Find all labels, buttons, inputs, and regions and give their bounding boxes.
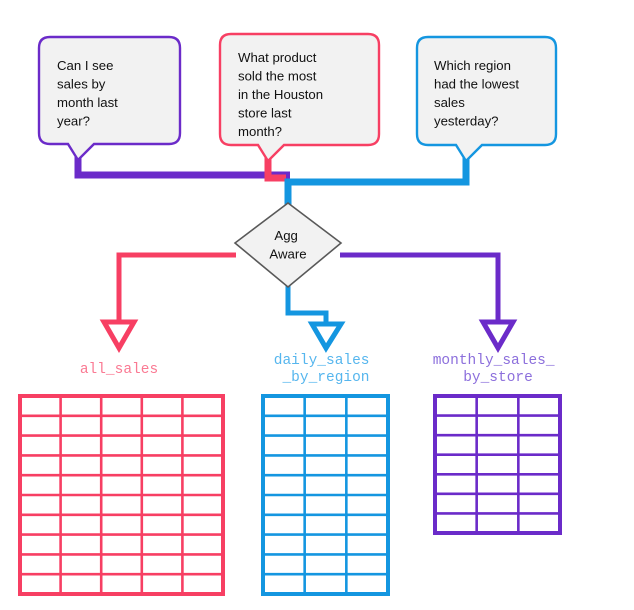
arrowhead-daily-sales — [307, 321, 346, 353]
table-grid-daily-sales-by-region[interactable] — [261, 394, 390, 596]
question-bubble-houston-product[interactable]: What product sold the most in the Housto… — [218, 32, 381, 163]
agg-aware-label: Agg Aware — [269, 228, 306, 262]
diamond-shape — [233, 201, 343, 289]
question-bubble-lowest-region[interactable]: Which region had the lowest sales yester… — [415, 35, 558, 163]
table-grid-monthly-sales-by-store[interactable] — [433, 394, 562, 535]
arrowhead-monthly-sales — [478, 319, 518, 354]
table-grid-all-sales[interactable] — [18, 394, 225, 596]
question-text-1: Can I see sales by month last year? — [57, 58, 122, 129]
bubble-shape — [37, 35, 182, 162]
question-bubble-month-sales[interactable]: Can I see sales by month last year? — [37, 35, 182, 162]
table-label-daily-sales-by-region: daily_sales _by_region — [274, 353, 378, 386]
connector-agg-to-all-sales — [116, 252, 236, 322]
connector-agg-to-monthly-sales — [340, 252, 501, 322]
table-label-monthly-sales-by-store: monthly_sales_ by_store — [433, 353, 564, 386]
table-outer-border — [433, 394, 562, 535]
agg-aware-decision-node[interactable]: Agg Aware — [233, 201, 343, 289]
question-text-3: Which region had the lowest sales yester… — [434, 58, 523, 129]
connector-question3-to-agg — [284, 150, 470, 205]
connector-agg-to-daily-sales — [285, 285, 329, 324]
connector-question1-to-agg — [74, 150, 290, 179]
bubble-shape — [218, 32, 381, 163]
arrowhead-all-sales — [99, 319, 139, 354]
question-text-2: What product sold the most in the Housto… — [238, 50, 327, 139]
bubble-shape — [415, 35, 558, 163]
table-label-all-sales: all_sales — [80, 362, 158, 378]
